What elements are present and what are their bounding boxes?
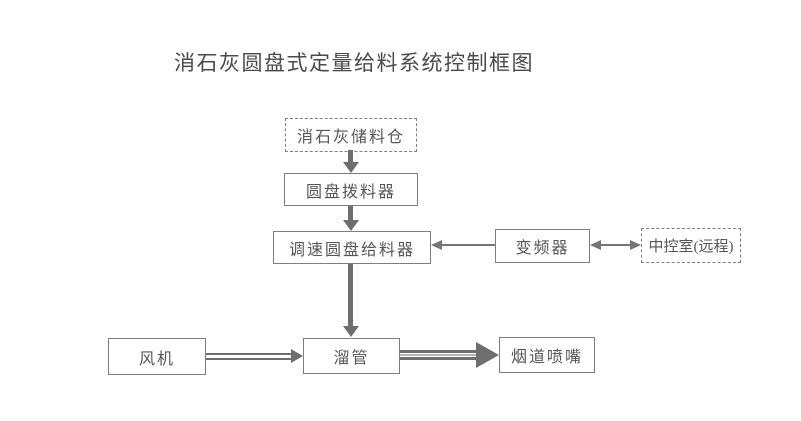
arrow-fan-to-chute-shaft — [206, 353, 292, 360]
node-flue-nozzle-label: 烟道喷嘴 — [510, 349, 583, 366]
arrow-discpicker-to-feeder-shaft — [348, 206, 353, 221]
node-fan: 风机 — [108, 338, 206, 375]
node-frequency-converter: 变频器 — [495, 229, 590, 263]
node-chute: 溜管 — [303, 338, 400, 374]
arrow-discpicker-to-feeder-head — [343, 220, 359, 231]
node-hydrated-lime-silo: 消石灰储料仓 — [285, 118, 417, 152]
diagram-title: 消石灰圆盘式定量给料系统控制框图 — [174, 51, 534, 75]
arrow-feeder-to-chute-shaft — [348, 264, 353, 327]
arrow-chute-to-nozzle-head — [476, 342, 499, 368]
arrow-fan-to-chute-head — [291, 349, 303, 363]
arrow-vfd-controlroom-shaft — [599, 244, 632, 246]
arrow-vfd-to-feeder-shaft — [440, 244, 495, 246]
node-central-control-room-label: 中控室(远程) — [648, 239, 734, 255]
node-disc-picker: 圆盘拨料器 — [284, 173, 418, 206]
arrow-feeder-to-chute-head — [343, 326, 359, 337]
node-central-control-room: 中控室(远程) — [641, 228, 741, 263]
arrow-silo-to-discpicker-head — [343, 162, 359, 173]
node-flue-nozzle: 烟道喷嘴 — [499, 337, 595, 373]
node-speed-adjust-disc-feeder-label: 调速圆盘给料器 — [288, 241, 415, 259]
arrow-vfd-controlroom-right-head — [630, 240, 641, 250]
node-fan-label: 风机 — [138, 350, 175, 368]
node-chute-label: 溜管 — [333, 350, 370, 367]
arrow-silo-to-discpicker-shaft — [348, 150, 353, 163]
node-frequency-converter-label: 变频器 — [515, 240, 570, 257]
arrow-vfd-controlroom-left-head — [590, 240, 601, 250]
node-disc-picker-label: 圆盘拨料器 — [305, 183, 396, 201]
arrow-chute-to-nozzle-shaft — [400, 350, 478, 360]
node-hydrated-lime-silo-label: 消石灰储料仓 — [296, 129, 405, 146]
node-speed-adjust-disc-feeder: 调速圆盘给料器 — [273, 231, 431, 264]
arrow-vfd-to-feeder-head — [431, 240, 442, 250]
